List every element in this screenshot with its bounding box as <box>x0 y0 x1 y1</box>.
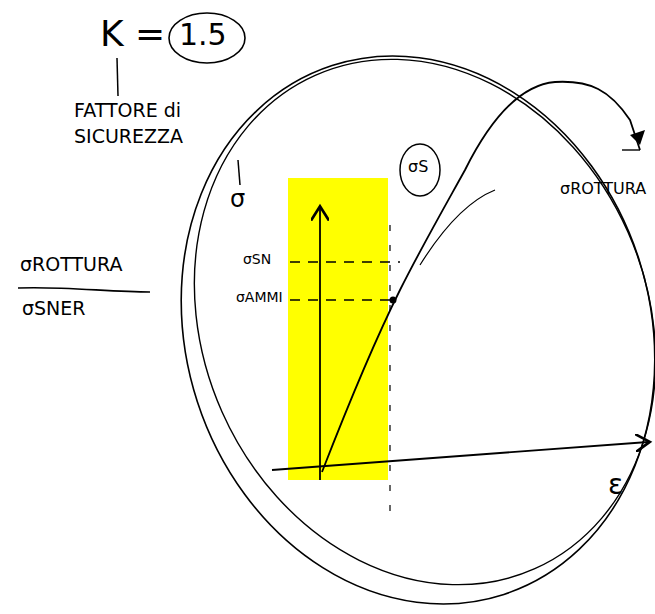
handwritten-label: 1.5 <box>179 18 227 51</box>
handwritten-label: FATTORE di SICUREZZA <box>74 98 264 149</box>
handwritten-label: σROTTURA <box>560 180 646 198</box>
handwritten-label: σS <box>408 158 428 176</box>
handwritten-label: σROTTURA <box>20 254 122 275</box>
handwritten-label: σAMMI <box>236 290 283 305</box>
handwritten-label: K = <box>100 14 165 54</box>
highlight-band <box>288 178 388 480</box>
handwritten-label: σSNER <box>22 298 86 319</box>
handwritten-label: ε <box>608 470 623 501</box>
handwritten-label: σSN <box>243 252 271 267</box>
handwritten-label: σ <box>230 186 245 212</box>
